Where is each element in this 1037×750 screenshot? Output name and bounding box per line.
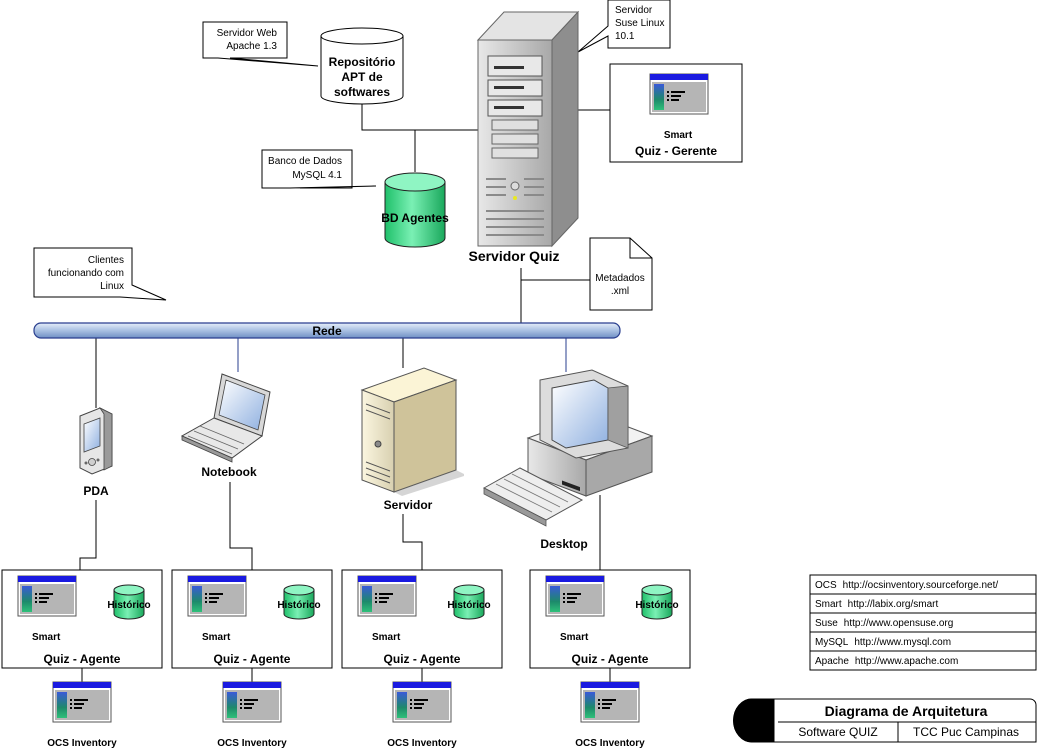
ocs-label: OCS Inventory	[387, 738, 457, 749]
historico-label: Histórico	[635, 600, 678, 611]
legend-url: http://labix.org/smart	[848, 599, 939, 610]
callout-web-server: Servidor Web Apache 1.3	[202, 21, 319, 67]
ocs-window-icon	[580, 681, 640, 723]
smart-agent-window-icon	[187, 575, 247, 617]
legend-name: Apache	[815, 656, 849, 667]
historico-label: Histórico	[277, 600, 320, 611]
ocs-label: OCS Inventory	[47, 738, 117, 749]
quiz-agente-label: Quiz - Agente	[214, 652, 291, 666]
callout-suse-line2: Suse Linux	[615, 18, 664, 29]
smart-agent-window-icon	[357, 575, 417, 617]
legend-url: http://www.opensuse.org	[844, 618, 954, 629]
callout-clients: Clientes funcionando com Linux	[33, 247, 167, 301]
legend-url: http://www.mysql.com	[854, 637, 951, 648]
quiz-agente-label: Quiz - Agente	[384, 652, 461, 666]
metadata-line2: .xml	[611, 286, 629, 297]
legend-url: http://ocsinventory.sourceforge.net/	[843, 580, 999, 591]
historico-label: Histórico	[107, 600, 150, 611]
server-tower: Servidor Quiz	[468, 10, 580, 264]
quiz-agente-label: Quiz - Agente	[572, 652, 649, 666]
legend-name: OCS	[815, 580, 837, 591]
servidor-label: Servidor	[384, 498, 433, 512]
servidor-device: Servidor	[360, 367, 464, 512]
network-bar: Rede	[33, 322, 621, 339]
title-block-left: Software QUIZ	[798, 725, 877, 739]
legend-row: MySQL http://www.mysql.com	[815, 637, 951, 648]
notebook-label: Notebook	[201, 465, 257, 479]
smart-agent-window-icon	[17, 575, 77, 617]
bd-agentes-label: BD Agentes	[381, 211, 449, 225]
connection-lines	[79, 104, 611, 682]
legend-name: Suse	[815, 618, 838, 629]
repository-line2: APT de	[341, 70, 383, 84]
smart-gerente-line1: Smart	[664, 130, 693, 141]
agent-box-notebook: Histórico Smart Quiz - Agente	[171, 569, 333, 669]
ocs-inventory-servidor: OCS Inventory	[387, 681, 457, 749]
callout-clients-line3: Linux	[100, 281, 124, 292]
callout-suse-line1: Servidor	[615, 5, 653, 16]
historico-label: Histórico	[447, 600, 490, 611]
agent-box-pda: Histórico Smart Quiz - Agente	[1, 569, 163, 669]
ocs-window-icon	[52, 681, 112, 723]
legend-url: http://www.apache.com	[855, 656, 958, 667]
ocs-inventory-notebook: OCS Inventory	[217, 681, 287, 749]
smart-label: Smart	[372, 632, 401, 643]
agent-box-desktop: Histórico Smart Quiz - Agente	[529, 569, 691, 669]
repository-cylinder: Repositório APT de softwares	[320, 27, 404, 105]
pda-device: PDA	[79, 406, 113, 498]
desktop-label: Desktop	[540, 537, 587, 551]
callout-suse: Servidor Suse Linux 10.1	[577, 0, 671, 53]
ocs-inventory-pda: OCS Inventory	[47, 681, 117, 749]
title-block: Diagrama de Arquitetura Software QUIZ TC…	[733, 698, 1037, 743]
legend-row: OCS http://ocsinventory.sourceforge.net/	[815, 580, 998, 591]
smart-agent-window-icon	[545, 575, 605, 617]
legend-row: Suse http://www.opensuse.org	[815, 618, 953, 629]
repository-line3: softwares	[334, 85, 390, 99]
smart-label: Smart	[560, 632, 589, 643]
callout-clients-line2: funcionando com	[48, 268, 124, 279]
callout-database: Banco de Dados MySQL 4.1	[261, 149, 377, 189]
smart-quiz-gerente-box: Smart Quiz - Gerente	[609, 63, 743, 163]
metadata-document: Metadados .xml	[589, 237, 653, 311]
title-block-right: TCC Puc Campinas	[913, 725, 1019, 739]
legend-name: Smart	[815, 599, 842, 610]
agent-box-servidor: Histórico Smart Quiz - Agente	[341, 569, 503, 669]
callout-web-server-line2: Apache 1.3	[226, 41, 277, 52]
servidor-quiz-label: Servidor Quiz	[468, 248, 559, 264]
ocs-label: OCS Inventory	[575, 738, 645, 749]
diagram-title: Diagrama de Arquitetura	[825, 703, 988, 719]
ocs-window-icon	[222, 681, 282, 723]
ocs-window-icon	[392, 681, 452, 723]
callout-suse-line3: 10.1	[615, 31, 635, 42]
notebook-device: Notebook	[180, 373, 271, 479]
ocs-label: OCS Inventory	[217, 738, 287, 749]
legend-row: Smart http://labix.org/smart	[815, 599, 938, 610]
ocs-inventory-desktop: OCS Inventory	[575, 681, 645, 749]
metadata-line1: Metadados	[595, 273, 644, 284]
bd-agentes-cylinder: BD Agentes	[381, 172, 449, 248]
callout-database-line1: Banco de Dados	[268, 156, 342, 167]
network-label: Rede	[312, 324, 342, 338]
legend-name: MySQL	[815, 637, 849, 648]
callout-clients-line1: Clientes	[88, 255, 124, 266]
desktop-device: Desktop	[482, 369, 654, 551]
smart-label: Smart	[32, 632, 61, 643]
legend-row: Apache http://www.apache.com	[815, 656, 958, 667]
smart-gerente-line2: Quiz - Gerente	[635, 144, 717, 158]
smart-gerente-window-icon	[649, 73, 709, 115]
callout-database-line2: MySQL 4.1	[292, 170, 342, 181]
pda-label: PDA	[83, 484, 109, 498]
quiz-agente-label: Quiz - Agente	[44, 652, 121, 666]
repository-line1: Repositório	[329, 55, 396, 69]
smart-label: Smart	[202, 632, 231, 643]
callout-web-server-line1: Servidor Web	[217, 28, 278, 39]
